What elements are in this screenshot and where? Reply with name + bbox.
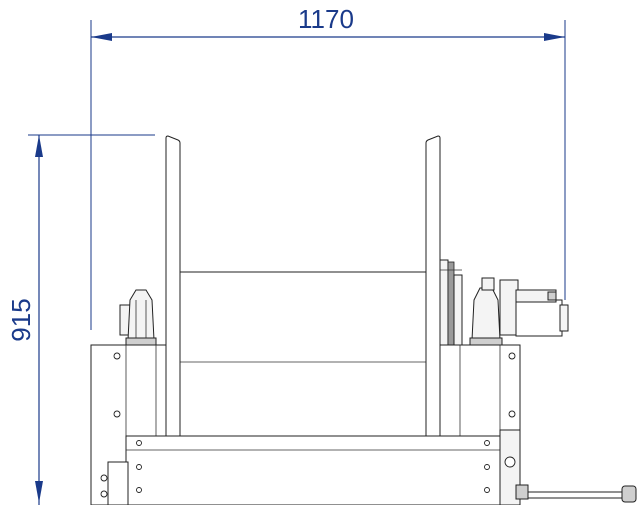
width-arrow-left [91,33,112,41]
base-housing [125,435,501,505]
motor-flange [499,279,519,336]
drive-motor [499,279,569,337]
left-frame-hole-top [113,352,121,360]
right-bearing-housing [471,287,501,341]
base-housing-panel [125,435,501,505]
drum-body [179,271,427,443]
swivel-outlet [499,429,637,505]
height-dimension: 915 [6,134,155,505]
width-arrow-right [544,33,565,41]
height-dimension-value: 915 [6,298,36,341]
width-dimension: 1170 [90,4,566,330]
right-frame-hole-top [508,352,516,360]
swivel-valve [504,456,516,468]
motor-connector [547,291,557,301]
swivel-housing [499,429,521,505]
width-dimension-value: 1170 [298,4,354,34]
hose-nozzle [621,485,637,503]
right-flange [425,135,441,443]
height-arrow-bottom [35,481,43,503]
motor-endcap [559,304,569,332]
left-side-bracket [100,461,129,505]
left-bearing [119,289,157,347]
swivel-fitting [515,484,529,500]
drum [179,271,427,443]
left-bearing-housing [127,289,155,341]
right-bearing-cap [481,277,495,291]
left-bracket [107,461,129,505]
height-arrow-top [35,135,43,157]
left-flange [165,135,181,443]
left-flange-plate [165,135,181,443]
motor-body [515,299,563,337]
right-frame-hole-mid [508,410,516,418]
right-bearing [469,277,503,347]
left-frame-hole-mid [113,410,121,418]
right-flange-plate [425,135,441,443]
